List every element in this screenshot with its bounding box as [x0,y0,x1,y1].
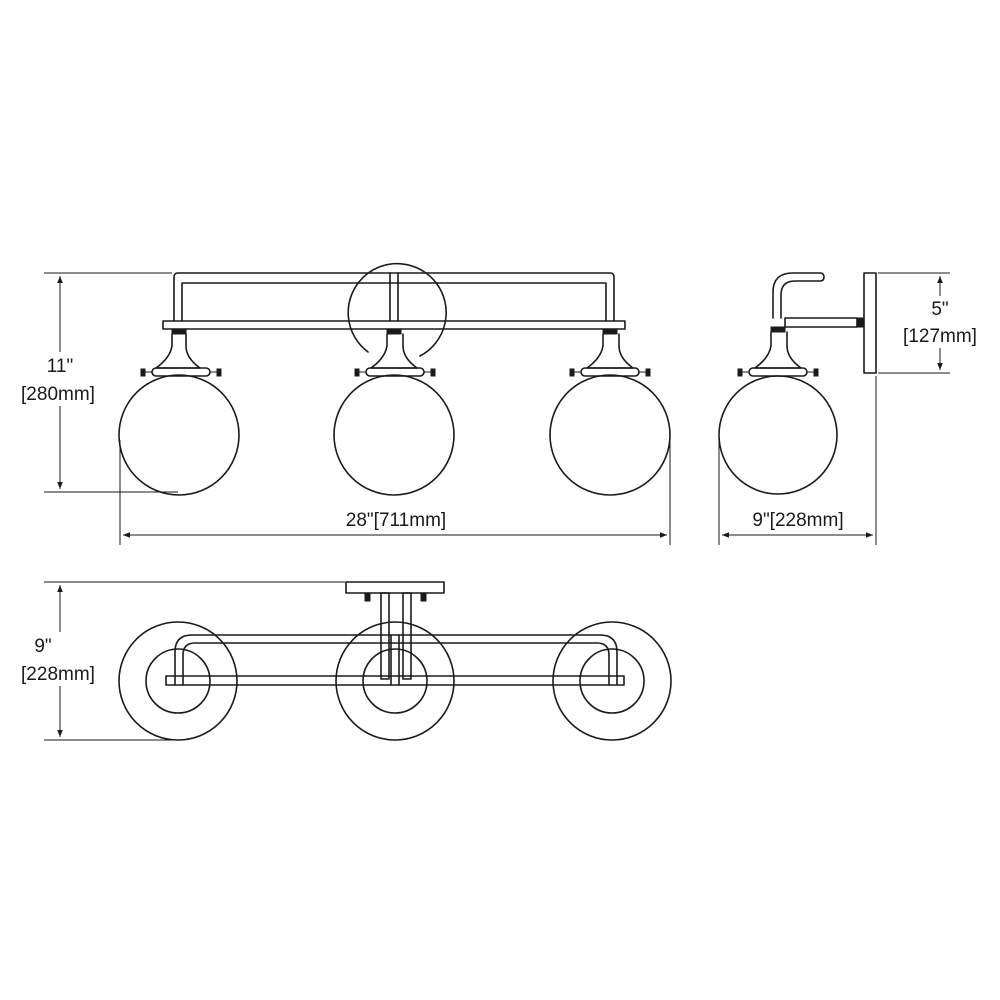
side-top-rail [772,272,825,319]
front-height-in: 11" [47,356,73,377]
side-backplate [863,272,877,374]
side-globe [718,375,838,495]
front-socket-left [118,328,240,496]
front-socket-right [549,328,671,496]
top-globe-right [552,621,672,741]
top-view: 9" [228mm] [12,581,672,741]
front-height-mm: [280mm] [21,384,95,405]
top-depth-mm: [228mm] [21,664,95,685]
side-depth-label: 9"[228mm] [752,510,843,531]
top-wall-plate [345,581,445,594]
front-width-label: 28"[711mm] [346,510,446,531]
front-globe-center [333,374,455,496]
front-socket-center [333,328,455,496]
top-depth-in: 9" [34,636,51,657]
front-view: 11" [280mm] 28"[711mm] [12,262,671,545]
front-top-rail [173,272,615,322]
top-bar [174,634,618,686]
top-globe-center [335,621,455,741]
front-backplate [347,262,447,357]
front-globe-right [549,374,671,496]
side-backplate-in: 5" [931,299,948,320]
side-backplate-mm: [127mm] [903,326,977,347]
front-cross-bar [162,320,626,330]
side-view: 5" [127mm] 9"[228mm] [718,272,988,545]
front-globe-left [118,374,240,496]
side-arm [784,317,858,328]
